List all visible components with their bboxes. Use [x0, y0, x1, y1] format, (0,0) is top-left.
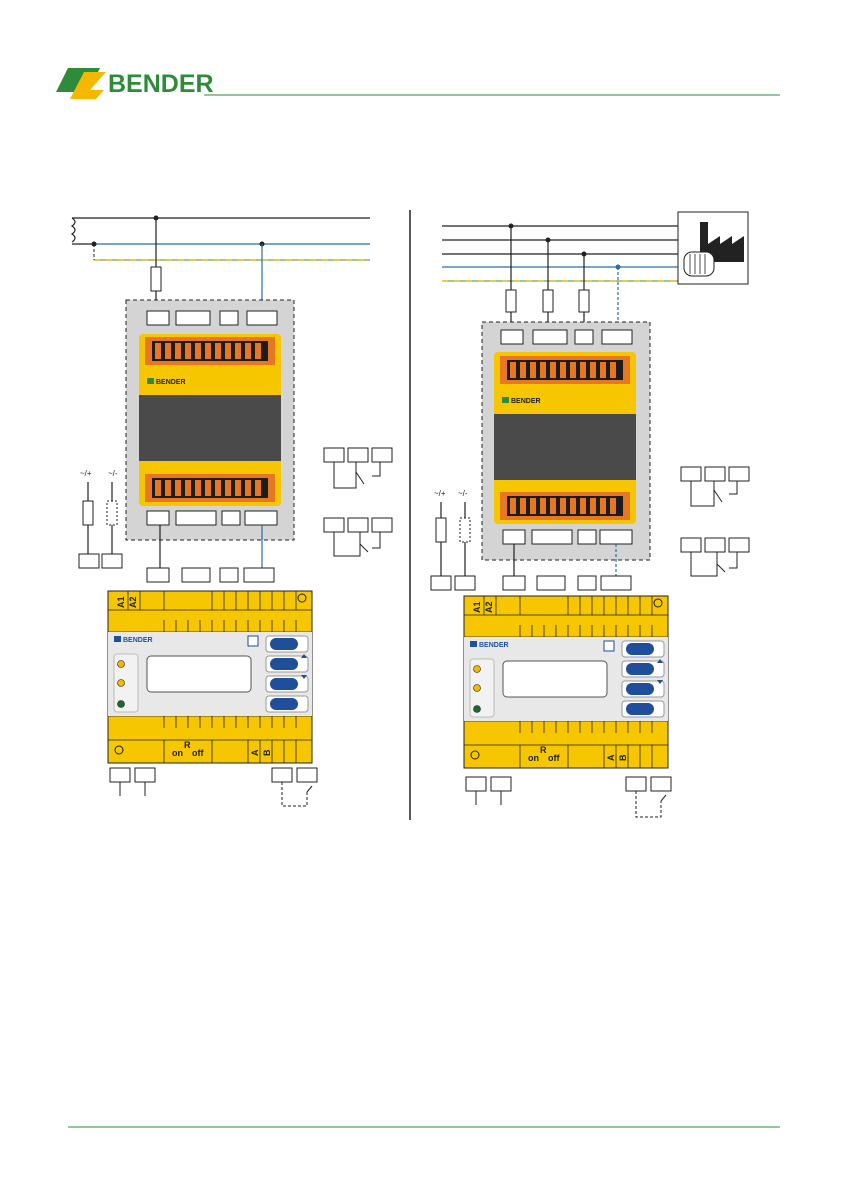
fuse-icon [506, 290, 516, 312]
led-icon [118, 661, 125, 668]
fuse-icon [543, 290, 553, 312]
terminal-label-a2: A2 [128, 596, 138, 608]
terminal-row-bottom [147, 511, 277, 525]
button-icon[interactable] [266, 636, 308, 652]
bus-a-label: A [250, 749, 260, 756]
bus-a-label: A [606, 754, 616, 761]
panel-display [147, 656, 251, 692]
fuse-icon [579, 290, 589, 312]
terminal-row-top [501, 330, 632, 344]
bender-logo-icon [147, 378, 154, 384]
led-icon [474, 706, 481, 713]
button-icon[interactable] [266, 654, 308, 672]
button-icon[interactable] [622, 659, 664, 677]
relay-contact-icon [324, 518, 392, 556]
device-logo: BENDER [156, 379, 186, 386]
device-display [139, 395, 281, 461]
button-icon[interactable] [266, 675, 308, 692]
relay-contact-icon [324, 448, 392, 488]
reset-on-label: on [172, 748, 183, 758]
panel-logo: BENDER [479, 642, 509, 649]
factory-icon [678, 212, 748, 284]
device-front-panel: A1 A2 BENDER [464, 596, 668, 768]
brand-name: BENDER [108, 70, 214, 98]
button-icon[interactable] [622, 701, 664, 717]
bender-logo-icon [502, 397, 509, 403]
motor-icon [684, 252, 714, 276]
button-icon[interactable] [622, 641, 664, 657]
terminal-row-bottom [503, 530, 632, 544]
led-icon [118, 680, 125, 687]
button-icon[interactable] [266, 696, 308, 712]
terminal-label-a1: A1 [116, 596, 126, 608]
right-diagram: BENDER ~/+ ~/- [431, 212, 749, 817]
transformer-icon [72, 218, 75, 242]
supply-minus-label: ~/- [458, 489, 468, 498]
terminal-label-a2: A2 [484, 601, 494, 613]
bender-logo-icon [56, 68, 106, 99]
reset-label: R [540, 745, 547, 755]
device-logo: BENDER [511, 398, 541, 405]
relay-contact-icon [681, 467, 749, 506]
button-icon[interactable] [622, 680, 664, 697]
fuse-icon [151, 267, 161, 291]
led-icon [118, 701, 125, 708]
bus-b-label: B [618, 754, 628, 761]
supply-plus-label: ~/+ [434, 489, 446, 498]
bender-logo-icon [470, 641, 477, 647]
device-display [494, 414, 636, 480]
device-front-panel: A1 A2 BENDER [108, 591, 312, 763]
supply-minus-label: ~/- [108, 469, 118, 478]
led-icon [474, 666, 481, 673]
relay-contact-icon [681, 538, 749, 576]
header: BENDER [56, 68, 780, 99]
reset-off-label: off [192, 748, 204, 758]
led-icon [474, 685, 481, 692]
panel-display [503, 661, 607, 697]
bus-b-label: B [262, 749, 272, 756]
reset-off-label: off [548, 753, 560, 763]
panel-logo: BENDER [123, 637, 153, 644]
left-diagram: BENDER ~/+ ~/- [72, 216, 392, 807]
fuse-icon [436, 518, 446, 542]
fuse-icon [83, 501, 93, 525]
terminal-row-lower [147, 568, 274, 582]
supply-plus-label: ~/+ [80, 469, 92, 478]
reset-on-label: on [528, 753, 539, 763]
bender-logo-icon [114, 636, 121, 642]
terminal-row-lower [503, 576, 631, 590]
reset-label: R [184, 740, 191, 750]
terminal-label-a1: A1 [472, 601, 482, 613]
